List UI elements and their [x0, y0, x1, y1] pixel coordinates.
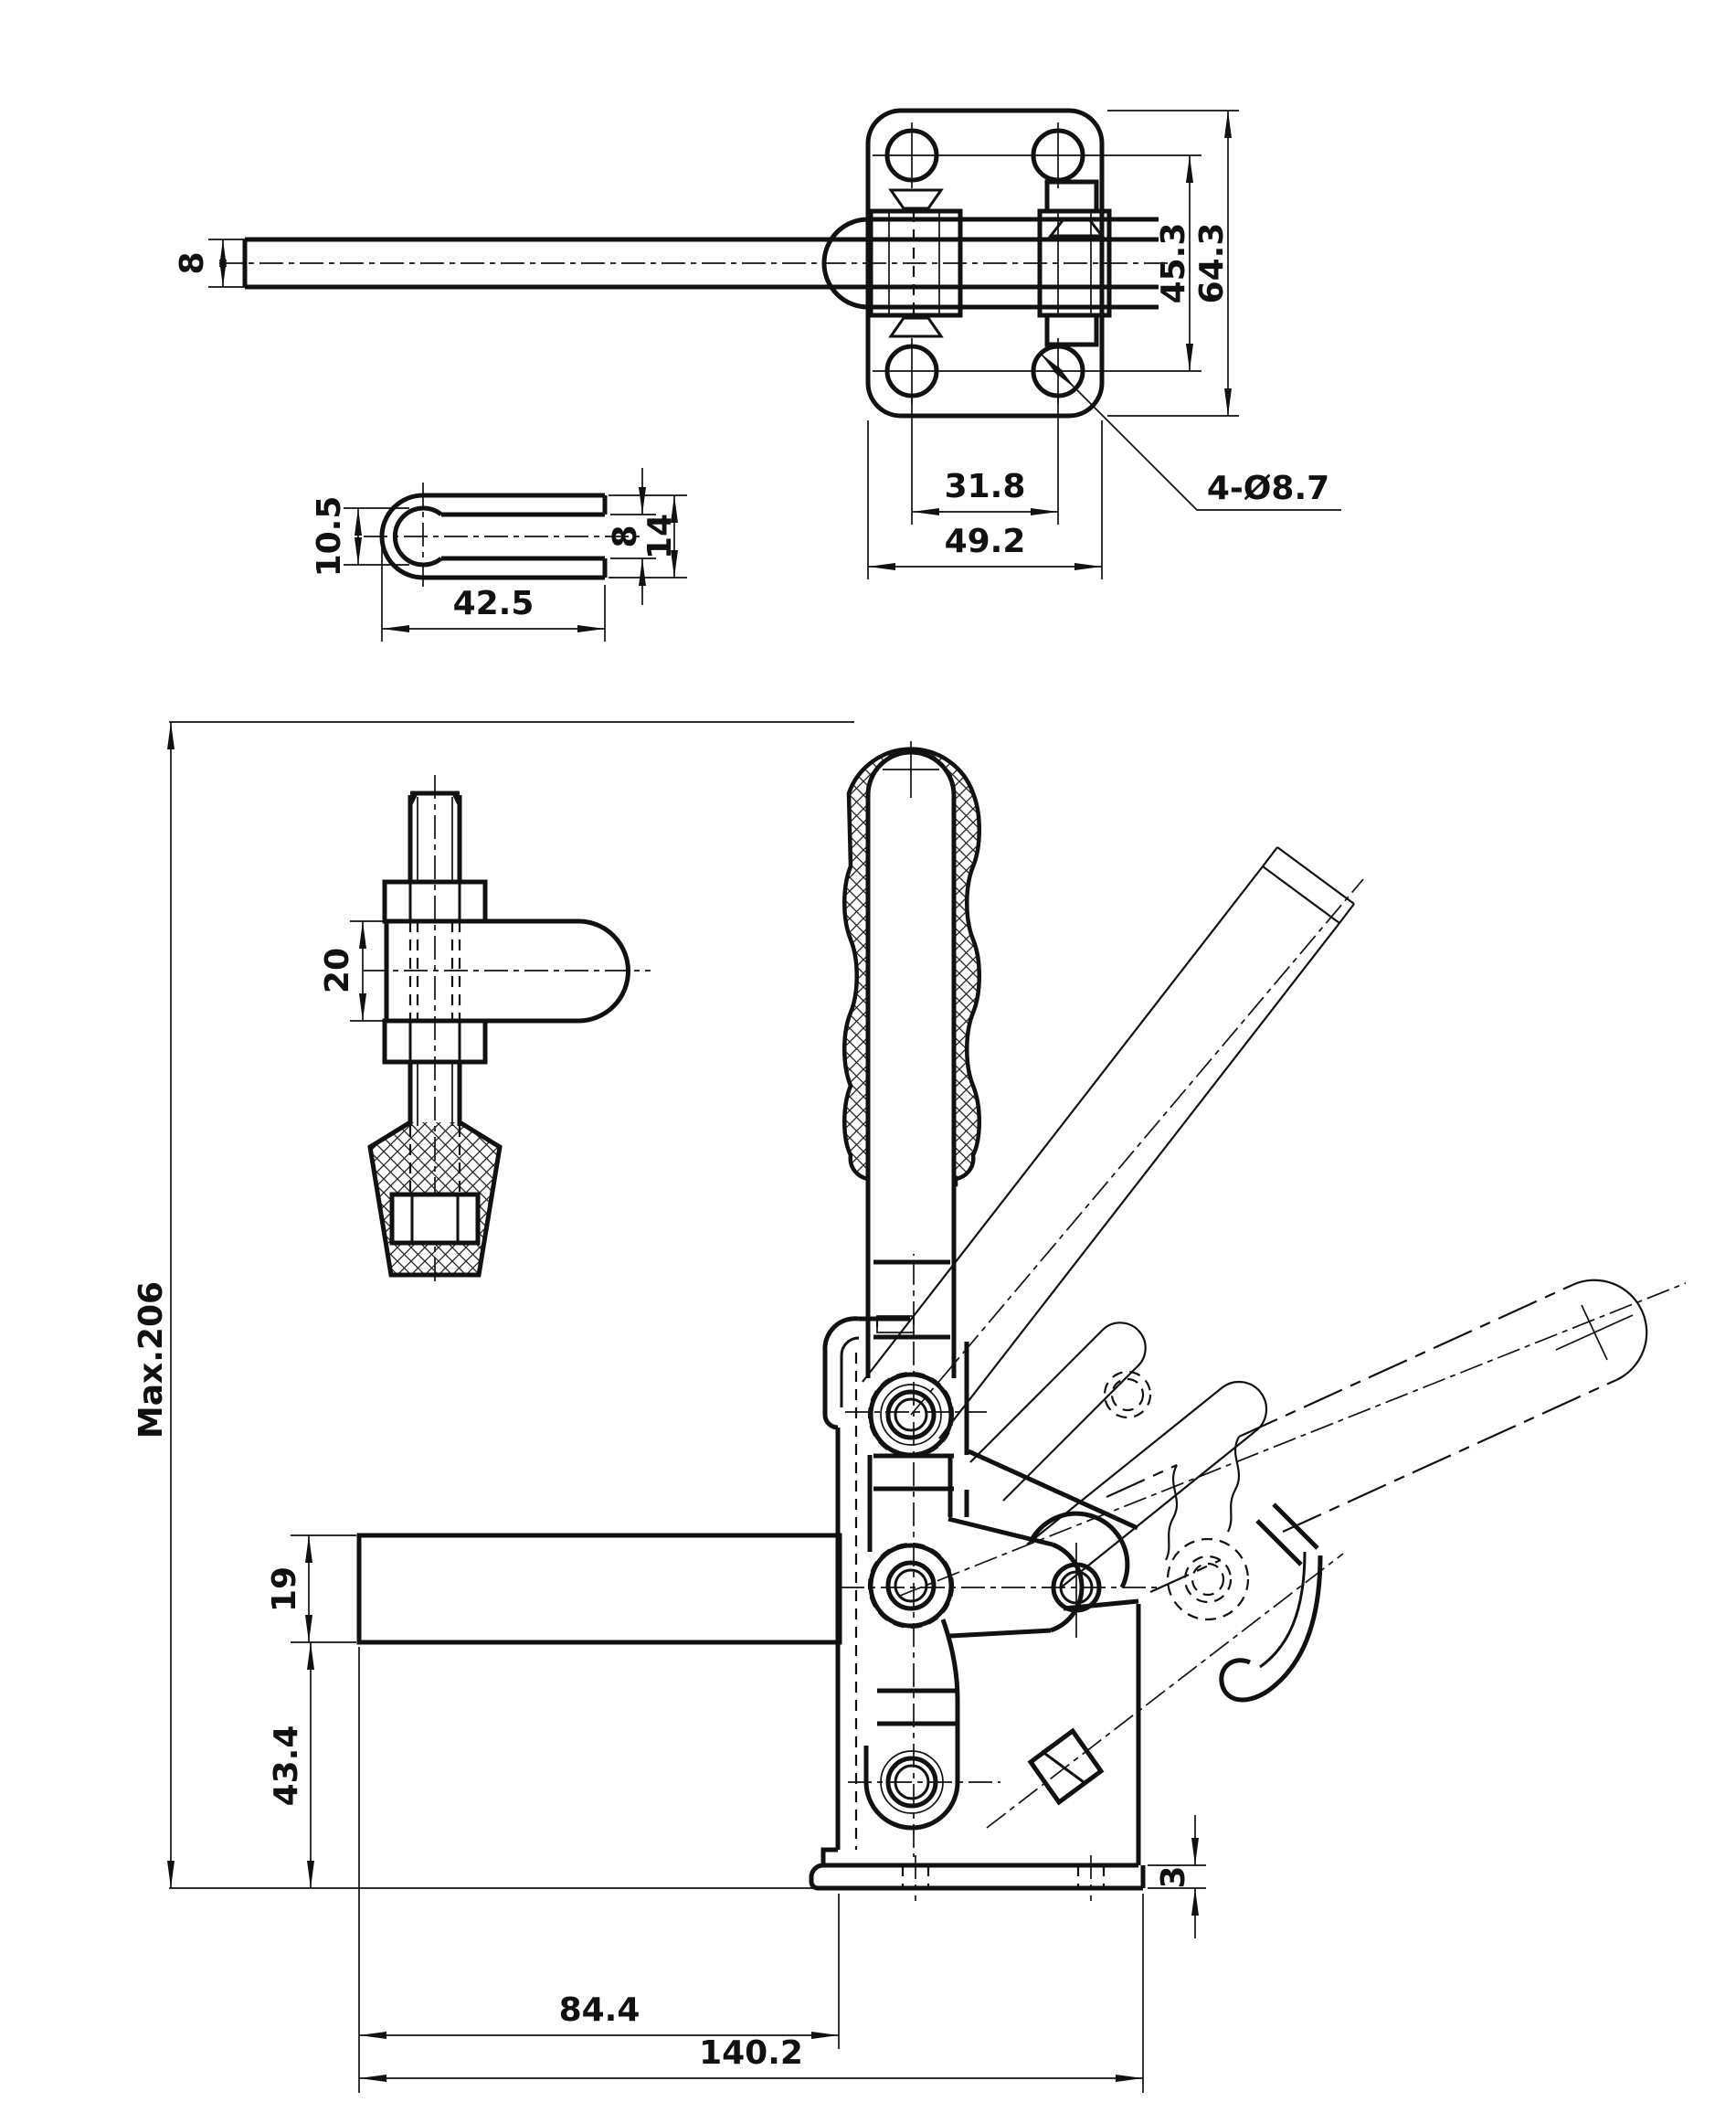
- left-bracket: [868, 188, 963, 338]
- handle-closed: [842, 741, 981, 1254]
- open-position-phantom: [862, 846, 1687, 1829]
- dim-bar-width: 8: [174, 251, 211, 274]
- lever: [865, 1254, 957, 1458]
- dim-base-plate: 3: [1155, 1865, 1192, 1888]
- mounting-hole: [884, 128, 939, 183]
- dim-holes-callout: 4-Ø8.7: [1207, 470, 1329, 507]
- dim-clevis-length: 42.5: [453, 585, 535, 622]
- t-tab-bottom: [1044, 315, 1099, 347]
- dim-plate-width: 49.2: [945, 523, 1026, 560]
- dim-clevis-bore: 10.5: [311, 496, 348, 578]
- spindle-view: 20: [319, 775, 651, 1287]
- flathead-screw-top: [888, 188, 944, 210]
- flathead-screw-bottom: [888, 316, 944, 338]
- flathead-screw: [1047, 218, 1106, 238]
- dim-bar-reach: 84.4: [559, 1991, 640, 2029]
- top-view: 8 45.3 64.3 31.8 49.2 4-Ø8.7: [174, 108, 1341, 579]
- toggle-link: [947, 1449, 1139, 1639]
- base-upright: [822, 1316, 969, 1850]
- base-foot: [809, 1598, 1146, 1901]
- dim-hole-pitch-y: 45.3: [1155, 223, 1192, 304]
- main-view: Max.206 19 43.4 3 84.4 140.2: [132, 721, 1687, 2093]
- dim-plate-height: 64.3: [1193, 223, 1231, 304]
- foot-nut: [389, 1192, 481, 1246]
- mounting-plate: [865, 108, 1105, 419]
- clevis-dimensions: 10.5 8 14 42.5: [311, 468, 687, 642]
- dim-overall-length: 140.2: [699, 2034, 803, 2072]
- t-tab-top: [1044, 179, 1099, 211]
- spindle-open-section: [1027, 1502, 1323, 1806]
- dim-spindle-arm: 20: [319, 948, 356, 993]
- right-bracket: [1037, 179, 1112, 347]
- dim-bar-section: 19: [266, 1566, 303, 1612]
- u-bar: [356, 1533, 842, 1645]
- spindle-dimensions: 20: [319, 920, 396, 1022]
- dim-clevis-slot: 8: [607, 525, 644, 547]
- top-view-dimensions: 8 45.3 64.3 31.8 49.2 4-Ø8.7: [174, 110, 1341, 579]
- main-view-dimensions: Max.206 19 43.4 3 84.4 140.2: [132, 721, 1206, 2093]
- clevis-view: 10.5 8 14 42.5: [311, 468, 687, 642]
- arm-section: [384, 918, 630, 1024]
- workpiece-bar: [242, 237, 1159, 290]
- dim-base-clearance: 43.4: [268, 1725, 305, 1807]
- dim-hole-pitch-x: 31.8: [945, 468, 1026, 505]
- dim-clevis-outer: 14: [641, 514, 679, 559]
- dim-max-height: Max.206: [132, 1281, 170, 1438]
- clevis-cap: [821, 217, 869, 310]
